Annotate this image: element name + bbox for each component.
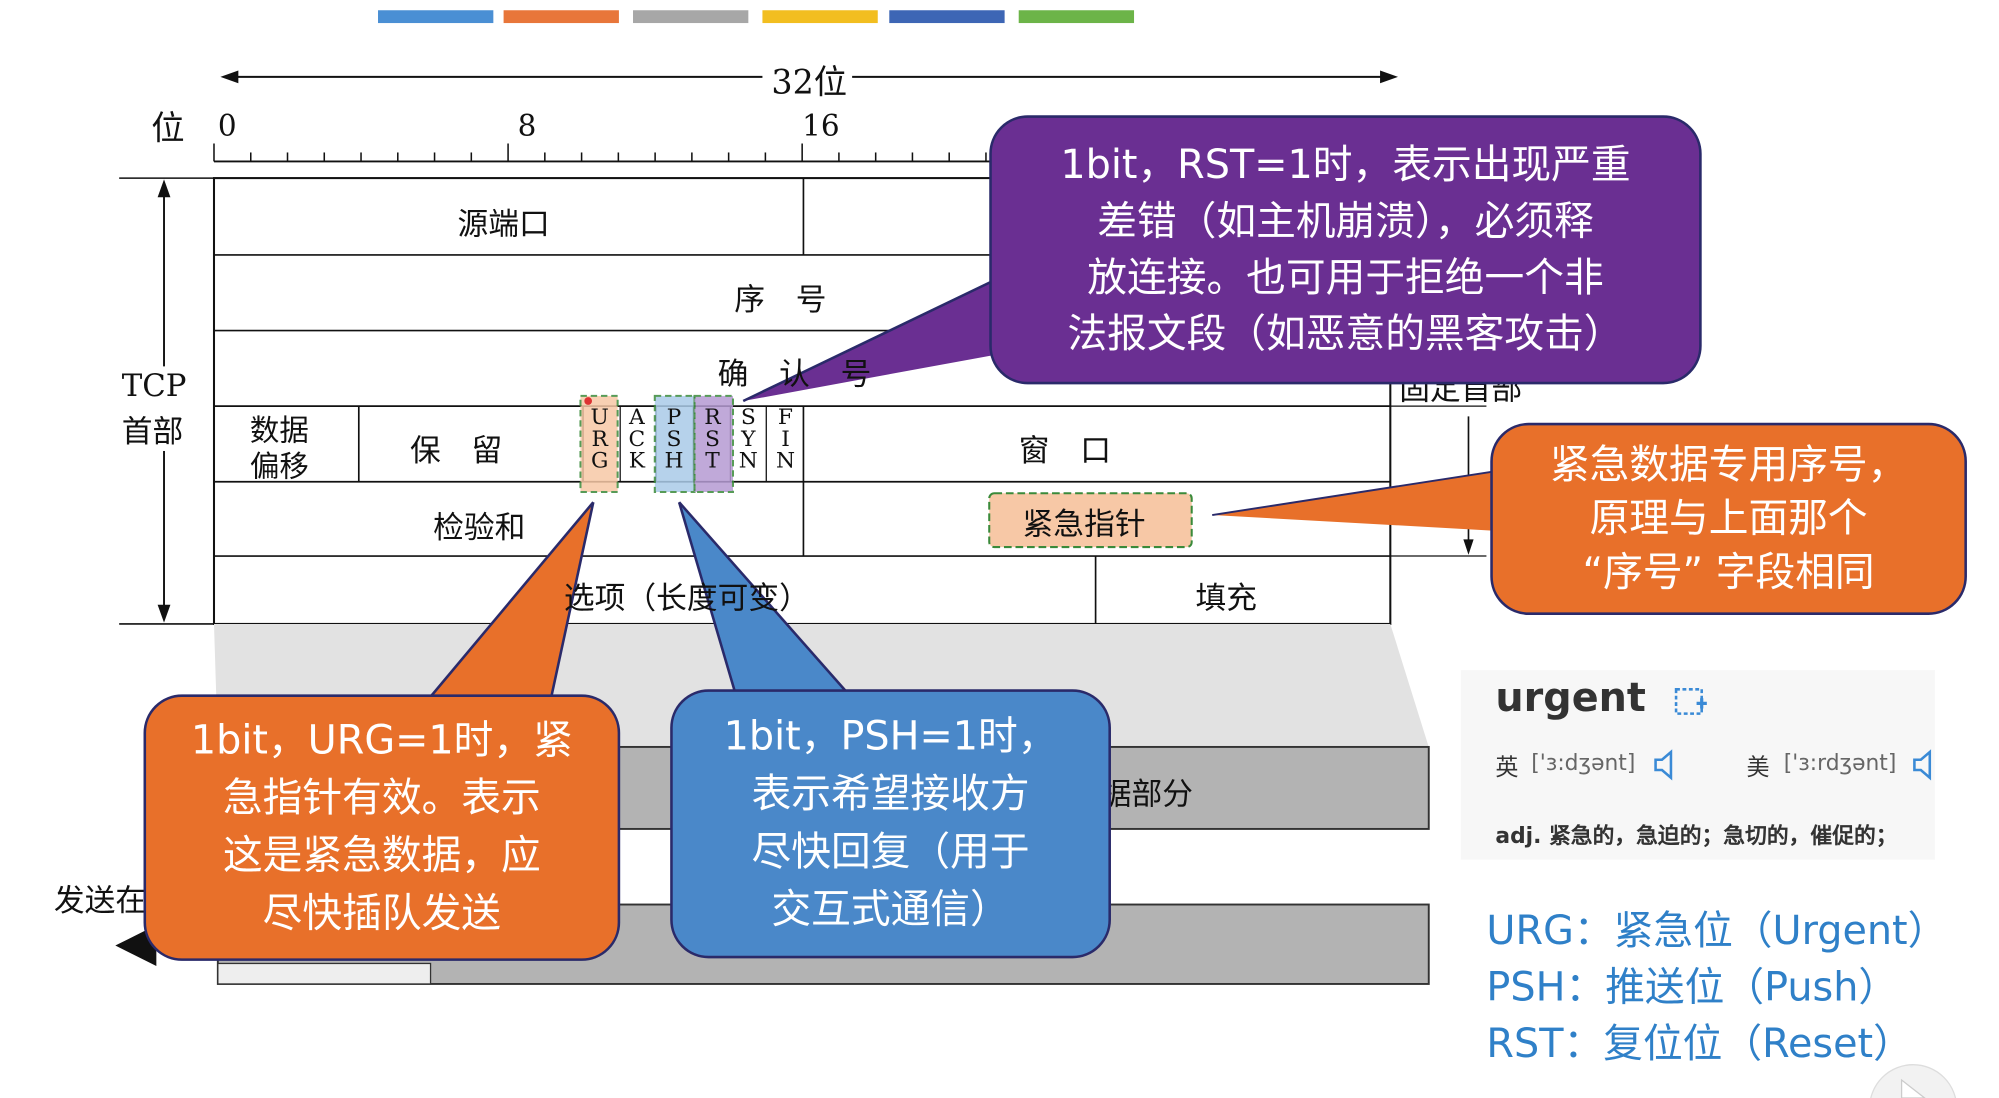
send-label: 发送在 xyxy=(53,882,147,919)
urgent-pointer-callout-text: 紧急数据专用序号， 原理与上面那个 “序号” 字段相同 xyxy=(1549,442,1908,596)
play-icon[interactable] xyxy=(1868,1057,1958,1098)
ruler-tick-16: 16 xyxy=(802,110,840,144)
ruler-width-label: 32位 xyxy=(768,56,850,104)
legend-urg: URG：紧急位（Urgent） xyxy=(1486,898,1947,956)
field-ack-number: 确 认 号 xyxy=(717,356,872,393)
rst-callout: 1bit，RST=1时，表示出现严重 差错（如主机崩溃），必须释 放连接。也可用… xyxy=(989,115,1702,385)
urg-callout: 1bit，URG=1时，紧 急指针有效。表示 这是紧急数据，应 尽快插队发送 xyxy=(143,694,621,961)
color-bar-5 xyxy=(889,10,1005,24)
legend-urg-abbr: URG： xyxy=(1486,908,1614,955)
us-speaker-icon[interactable] xyxy=(1912,748,1940,781)
urg-callout-text: 1bit，URG=1时，紧 急指针有效。表示 这是紧急数据，应 尽快插队发送 xyxy=(190,717,573,937)
tcp-label: TCP xyxy=(121,367,187,404)
add-to-wordbook-icon[interactable] xyxy=(1674,685,1710,718)
field-urgent-pointer: 紧急指针 xyxy=(1022,506,1146,542)
psh-callout: 1bit，PSH=1时， 表示希望接收方 尽快回复（用于 交互式通信） xyxy=(670,689,1111,959)
uk-label: 英 xyxy=(1495,754,1519,782)
ruler-bits-label: 位 xyxy=(151,110,185,149)
color-bar-1 xyxy=(378,10,494,24)
field-options: 选项（长度可变） xyxy=(563,580,810,617)
legend-rst: RST：复位位（Reset） xyxy=(1486,1011,1912,1069)
legend-psh-meaning: 推送位（Push） xyxy=(1605,964,1899,1011)
field-reserved: 保 留 xyxy=(410,433,503,469)
dictionary-card: urgent 英 ['ɜ:dʒənt] 美 ['ɜ:rdʒənt] adj. 紧… xyxy=(1460,670,1935,860)
rst-callout-text: 1bit，RST=1时，表示出现严重 差错（如主机崩溃），必须释 放连接。也可用… xyxy=(1060,142,1631,358)
legend-urg-meaning: 紧急位（Urgent） xyxy=(1613,908,1948,955)
field-padding: 填充 xyxy=(1195,580,1258,617)
dictionary-definition: adj. 紧急的，急迫的；急切的，催促的； xyxy=(1495,823,1898,850)
legend-rst-meaning: 复位位（Reset） xyxy=(1603,1021,1913,1068)
color-bar-2 xyxy=(503,10,619,24)
dictionary-word: urgent xyxy=(1495,675,1646,722)
legend-psh: PSH：推送位（Push） xyxy=(1486,954,1898,1012)
legend-rst-abbr: RST： xyxy=(1486,1021,1604,1068)
color-bar-4 xyxy=(762,10,878,24)
psh-callout-text: 1bit，PSH=1时， 表示希望接收方 尽快回复（用于 交互式通信） xyxy=(723,713,1058,933)
urgent-pointer-callout: 紧急数据专用序号， 原理与上面那个 “序号” 字段相同 xyxy=(1490,422,1967,615)
us-label: 美 xyxy=(1746,754,1770,782)
uk-ipa: ['ɜ:dʒənt] xyxy=(1531,750,1636,777)
color-bar-3 xyxy=(633,10,749,24)
field-window: 窗 口 xyxy=(1018,433,1111,469)
us-ipa: ['ɜ:rdʒənt] xyxy=(1783,750,1897,777)
ruler-tick-0: 0 xyxy=(217,110,237,144)
field-sequence-number: 序 号 xyxy=(734,281,827,318)
ruler-tick-8: 8 xyxy=(517,110,537,144)
field-source-port: 源端口 xyxy=(457,206,550,243)
field-data-offset-line2: 偏移 xyxy=(249,450,309,485)
field-checksum: 检验和 xyxy=(433,509,526,546)
color-bar-6 xyxy=(1018,10,1135,24)
uk-speaker-icon[interactable] xyxy=(1653,748,1681,781)
field-data-offset-line1: 数据 xyxy=(249,415,309,449)
header-label: 首部 xyxy=(121,406,184,451)
legend-psh-abbr: PSH： xyxy=(1486,964,1606,1011)
